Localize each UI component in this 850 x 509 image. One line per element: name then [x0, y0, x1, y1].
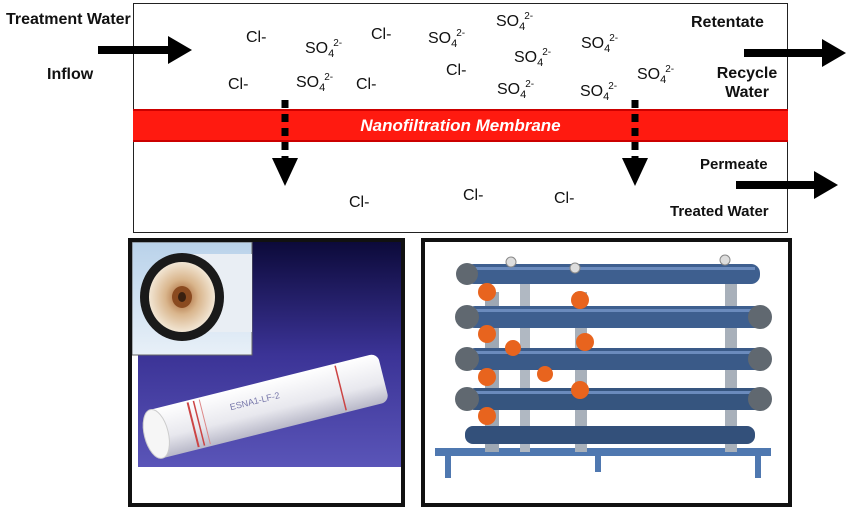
- chloride-ion: Cl-: [228, 76, 249, 93]
- sulfate-ion: SO42-: [305, 38, 343, 60]
- sulfate-ion: SO42-: [580, 81, 618, 103]
- treatment-water-label: Treatment Water: [6, 11, 131, 28]
- permeate-arrow: [736, 171, 838, 199]
- retentate-label: Retentate: [691, 14, 764, 31]
- nanofiltration-skid-photo: [425, 242, 788, 503]
- permeation-arrow-left: [272, 100, 298, 186]
- sulfate-ion: SO42-: [496, 11, 534, 33]
- chloride-ion: Cl-: [356, 76, 377, 93]
- sulfate-ion: SO42-: [428, 28, 466, 50]
- chloride-ion: Cl-: [349, 194, 370, 211]
- sulfate-ion: SO42-: [637, 64, 675, 86]
- sulfate-ion: SO42-: [514, 47, 552, 69]
- sulfate-ion: SO42-: [497, 79, 535, 101]
- chloride-ion: Cl-: [371, 26, 392, 43]
- chloride-ion: Cl-: [446, 62, 467, 79]
- permeate-label: Permeate: [700, 156, 768, 173]
- sulfate-ion: SO42-: [581, 33, 619, 55]
- membrane-element-photo-frame: ESNA1-LF-2: [128, 238, 405, 507]
- retentate-arrow: [744, 39, 846, 67]
- permeation-arrow-right: [622, 100, 648, 186]
- treated-water-label: Treated Water: [670, 203, 769, 220]
- nanofiltration-membrane: [133, 109, 788, 142]
- inflow-arrow: [98, 36, 192, 64]
- chloride-ion: Cl-: [554, 190, 575, 207]
- nanofiltration-skid-photo-frame: [421, 238, 792, 507]
- recycle-water-label: Recycle Water: [716, 65, 778, 101]
- inflow-label: Inflow: [47, 66, 94, 83]
- membrane-label: Nanofiltration Membrane: [360, 116, 561, 135]
- chloride-ion: Cl-: [463, 187, 484, 204]
- chloride-ion: Cl-: [246, 29, 267, 46]
- membrane-element-photo: ESNA1-LF-2: [132, 242, 401, 467]
- sulfate-ion: SO42-: [296, 72, 334, 94]
